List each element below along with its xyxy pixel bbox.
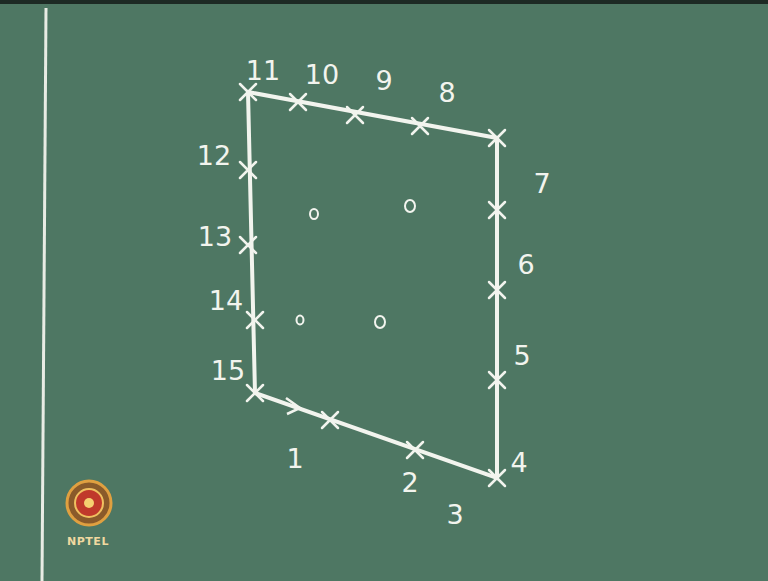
interior-points bbox=[297, 200, 416, 328]
node-number: 5 bbox=[513, 342, 530, 369]
node-number: 11 bbox=[246, 57, 280, 84]
node-number: 10 bbox=[305, 61, 339, 88]
node-number: 1 bbox=[286, 445, 303, 472]
nptel-logo bbox=[67, 481, 111, 525]
node-number: 4 bbox=[510, 449, 527, 476]
node-number: 6 bbox=[517, 251, 534, 278]
node-number: 15 bbox=[211, 357, 245, 384]
node-number: 13 bbox=[198, 223, 232, 250]
node-number: 8 bbox=[438, 79, 455, 106]
node-crosses bbox=[240, 84, 505, 486]
board-left-line bbox=[42, 8, 46, 581]
node-number: 7 bbox=[533, 170, 550, 197]
node-number: 14 bbox=[209, 287, 243, 314]
quadrilateral-element bbox=[248, 92, 497, 478]
node-number: 3 bbox=[446, 501, 463, 528]
node-number: 9 bbox=[375, 67, 392, 94]
node-number: 2 bbox=[401, 469, 418, 496]
board-top-edge bbox=[0, 0, 768, 4]
direction-arrow bbox=[286, 398, 300, 414]
logo-text: NPTEL bbox=[67, 536, 109, 547]
node-number: 12 bbox=[197, 142, 231, 169]
